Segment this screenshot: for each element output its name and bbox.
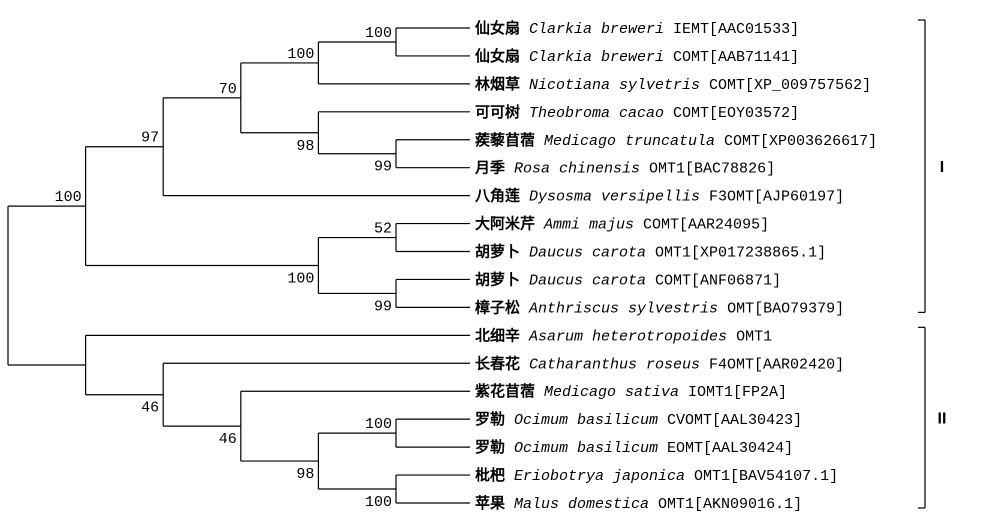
chinese-name: 八角莲 xyxy=(474,187,529,206)
bootstrap-value: 100 xyxy=(287,270,314,287)
leaf-label: 大阿米芹 Ammi majus COMT[AAR24095] xyxy=(475,215,769,234)
gene-accession: IOMT1[FP2A] xyxy=(688,384,787,401)
chinese-name: 北细辛 xyxy=(475,326,529,345)
clade-label: II xyxy=(938,411,947,428)
gene-accession: OMT1 xyxy=(736,328,772,345)
leaf-label: 长春花 Catharanthus roseus F4OMT[AAR02420] xyxy=(475,354,844,373)
gene-accession: OMT1[BAV54107.1] xyxy=(694,468,838,485)
species-name: Daucus carota xyxy=(529,272,655,289)
species-name: Clarkia breweri xyxy=(529,21,673,38)
leaf-label: 八角莲 Dysosma versipellis F3OMT[AJP60197] xyxy=(474,187,844,206)
gene-accession: F3OMT[AJP60197] xyxy=(709,189,844,206)
bootstrap-value: 100 xyxy=(55,189,82,206)
bootstrap-value: 99 xyxy=(374,298,392,315)
gene-accession: COMT[XP_009757562] xyxy=(709,77,871,94)
leaf-label: 胡萝卜 Daucus carota COMT[ANF06871] xyxy=(475,270,781,289)
leaf-label: 蒺藜苜蓿 Medicago truncatula COMT[XP00362661… xyxy=(475,131,877,150)
chinese-name: 胡萝卜 xyxy=(475,243,529,262)
bootstrap-value: 46 xyxy=(219,431,237,448)
leaf-label: 罗勒 Ocimum basilicum CVOMT[AAL30423] xyxy=(475,410,802,429)
chinese-name: 长春花 xyxy=(475,354,529,373)
gene-accession: COMT[XP003626617] xyxy=(724,133,877,150)
species-name: Eriobotrya japonica xyxy=(514,468,694,485)
gene-accession: COMT[ANF06871] xyxy=(655,272,781,289)
species-name: Ocimum basilicum xyxy=(514,412,667,429)
clade-label: I xyxy=(940,159,944,176)
species-name: Rosa chinensis xyxy=(514,161,649,178)
species-name: Daucus carota xyxy=(529,245,655,262)
species-name: Anthriscus sylvestris xyxy=(528,300,727,317)
chinese-name: 罗勒 xyxy=(475,438,514,457)
species-name: Clarkia breweri xyxy=(529,49,673,66)
chinese-name: 苹果 xyxy=(475,495,514,513)
leaf-label: 林烟草 Nicotiana sylvetris COMT[XP_00975756… xyxy=(475,75,871,94)
species-name: Medicago sativa xyxy=(544,384,688,401)
gene-accession: IEMT[AAC01533] xyxy=(673,21,799,38)
chinese-name: 枇杷 xyxy=(475,466,514,485)
gene-accession: OMT1[BAC78826] xyxy=(649,161,775,178)
chinese-name: 罗勒 xyxy=(475,410,514,429)
species-name: Malus domestica xyxy=(514,496,658,513)
species-name: Ocimum basilicum xyxy=(514,440,667,457)
bootstrap-value: 100 xyxy=(365,25,392,42)
gene-accession: EOMT[AAL30424] xyxy=(667,440,793,457)
bootstrap-value: 98 xyxy=(296,466,314,483)
species-name: Theobroma cacao xyxy=(529,105,673,122)
species-name: Ammi majus xyxy=(543,217,643,234)
species-name: Medicago truncatula xyxy=(544,133,724,150)
gene-accession: CVOMT[AAL30423] xyxy=(667,412,802,429)
gene-accession: OMT[BAO79379] xyxy=(727,300,844,317)
chinese-name: 大阿米芹 xyxy=(475,215,544,234)
bootstrap-value: 52 xyxy=(374,221,392,238)
species-name: Nicotiana sylvetris xyxy=(529,77,709,94)
chinese-name: 仙女扇 xyxy=(475,47,529,66)
leaf-label: 北细辛 Asarum heterotropoides OMT1 xyxy=(475,326,772,345)
species-name: Catharanthus roseus xyxy=(529,356,709,373)
gene-accession: OMT1[XP017238865.1] xyxy=(655,245,826,262)
bootstrap-value: 99 xyxy=(374,159,392,176)
leaf-label: 樟子松 Anthriscus sylvestris OMT[BAO79379] xyxy=(475,298,844,317)
chinese-name: 仙女扇 xyxy=(475,19,529,38)
chinese-name: 蒺藜苜蓿 xyxy=(475,131,544,150)
species-name: Dysosma versipellis xyxy=(529,189,709,206)
bootstrap-value: 100 xyxy=(287,46,314,63)
bootstrap-value: 98 xyxy=(296,138,314,155)
gene-accession: COMT[AAB71141] xyxy=(673,49,799,66)
chinese-name: 可可树 xyxy=(475,103,529,122)
chinese-name: 樟子松 xyxy=(475,298,529,317)
bootstrap-value: 70 xyxy=(219,81,237,98)
bootstrap-value: 100 xyxy=(365,494,392,511)
gene-accession: COMT[AAR24095] xyxy=(643,217,769,234)
bootstrap-value: 97 xyxy=(141,130,159,147)
bootstrap-value: 100 xyxy=(365,416,392,433)
leaf-label: 仙女扇 Clarkia breweri IEMT[AAC01533] xyxy=(475,19,799,38)
species-name: Asarum heterotropoides xyxy=(528,328,736,345)
leaf-label: 可可树 Theobroma cacao COMT[EOY03572] xyxy=(475,103,799,122)
leaf-label: 苹果 Malus domestica OMT1[AKN09016.1] xyxy=(475,495,802,513)
leaf-label: 枇杷 Eriobotrya japonica OMT1[BAV54107.1] xyxy=(475,466,838,485)
gene-accession: F4OMT[AAR02420] xyxy=(709,356,844,373)
chinese-name: 月季 xyxy=(474,159,514,178)
gene-accession: OMT1[AKN09016.1] xyxy=(658,496,802,513)
leaf-label: 罗勒 Ocimum basilicum EOMT[AAL30424] xyxy=(475,438,793,457)
chinese-name: 林烟草 xyxy=(475,75,529,94)
leaf-label: 紫花苜蓿 Medicago sativa IOMT1[FP2A] xyxy=(475,382,787,401)
bootstrap-value: 46 xyxy=(141,400,159,417)
gene-accession: COMT[EOY03572] xyxy=(673,105,799,122)
chinese-name: 胡萝卜 xyxy=(475,270,529,289)
leaf-label: 仙女扇 Clarkia breweri COMT[AAB71141] xyxy=(475,47,799,66)
leaf-label: 胡萝卜 Daucus carota OMT1[XP017238865.1] xyxy=(475,243,826,262)
leaf-label: 月季 Rosa chinensis OMT1[BAC78826] xyxy=(474,159,775,178)
chinese-name: 紫花苜蓿 xyxy=(475,382,544,401)
